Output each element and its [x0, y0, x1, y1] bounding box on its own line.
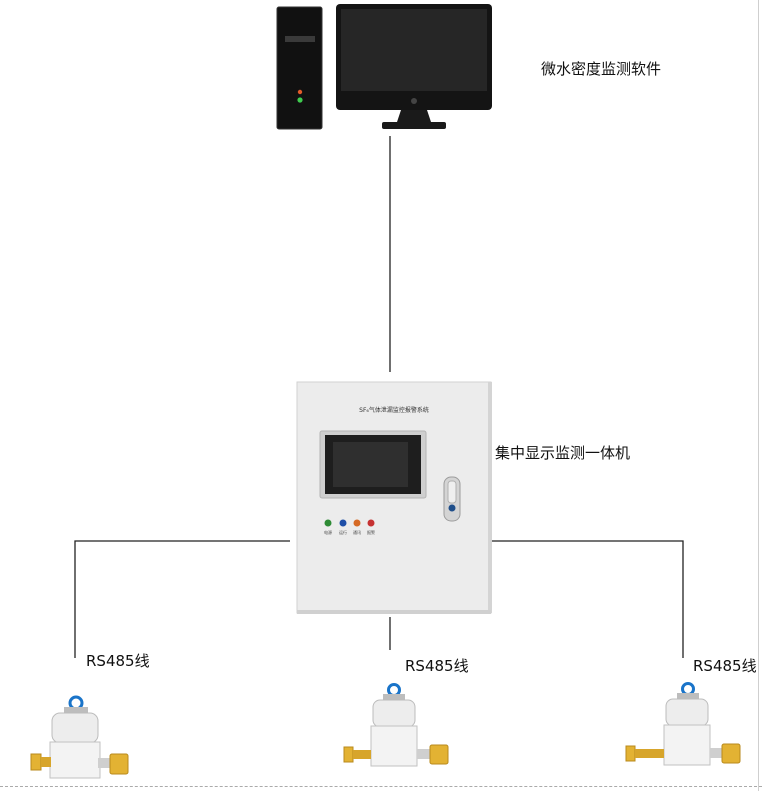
display-cabinet	[296, 381, 492, 614]
sensor-middle-icon	[343, 683, 449, 767]
indicator-label-power: 电源	[324, 530, 332, 535]
software-label: 微水密度监测软件	[541, 60, 662, 78]
indicator-label-run: 运行	[339, 530, 347, 535]
sensor-right-icon	[625, 682, 741, 766]
indicator-label-alarm: 报警	[367, 530, 375, 535]
line-cabinet-to-sensor-left	[74, 540, 290, 658]
rs485-label-left: RS485线	[86, 652, 150, 670]
rs485-label-middle: RS485线	[405, 657, 469, 675]
frame-bottom-border	[0, 786, 762, 787]
computer-tower-icon	[276, 6, 323, 130]
line-cabinet-to-sensor-right	[490, 540, 684, 658]
indicator-label-comm: 通讯	[353, 530, 361, 535]
rs485-label-right: RS485线	[693, 657, 757, 675]
cabinet-title: SF₆气体泄漏监控报警系统	[359, 407, 429, 414]
sensor-left-icon	[30, 695, 129, 779]
display-unit-label: 集中显示监测一体机	[495, 444, 631, 462]
monitor-icon	[336, 4, 492, 129]
frame-right-border	[758, 0, 759, 791]
connection-lines	[74, 136, 684, 658]
